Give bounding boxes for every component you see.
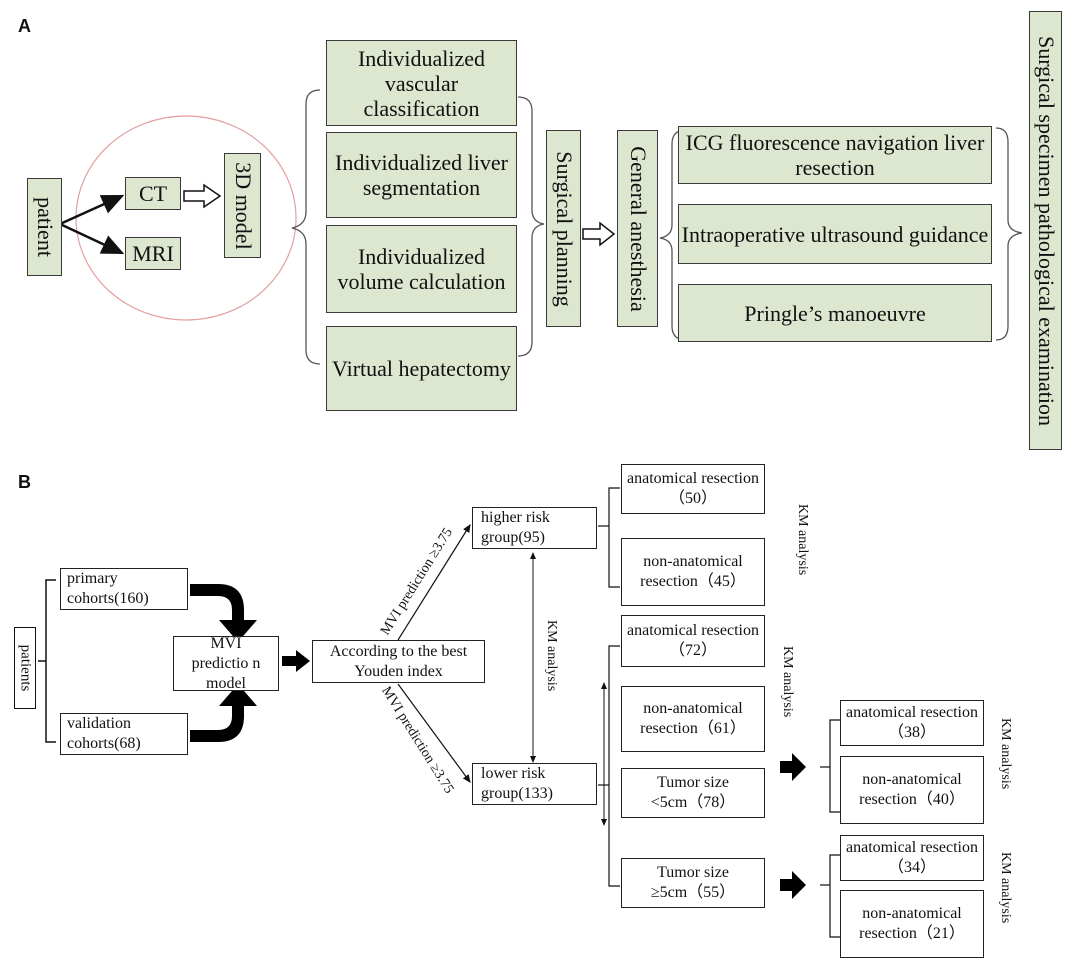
high-anat-box: anatomical resection（50） [621,464,765,514]
large-nonanat-box: non-anatomical resection（21） [840,890,984,958]
patients-label: patients [17,644,34,692]
general-anesthesia-box: General anesthesia [617,130,658,327]
km-label-high: KM analysis [795,504,810,576]
km-label-large: KM analysis [998,852,1013,924]
specimen-exam-box: Surgical specimen pathological examinati… [1029,11,1062,450]
small-anat-box: anatomical resection（38） [840,700,984,746]
brace-intraop-left [659,129,687,341]
km-label-small: KM analysis [998,718,1013,790]
small-nonanat-box: non-anatomical resection（40） [840,756,984,824]
mri-box: MRI [125,237,181,270]
patient-box: patient [27,178,62,276]
surgical-planning-box: Surgical planning [546,130,581,327]
high-nonanat-box: non-anatomical resection（45） [621,538,765,606]
panel-a-label: A [18,16,31,36]
arrow-patient-ct [59,194,125,226]
tumor-small-box: Tumor size <5cm（78） [621,768,765,818]
bracket-patients [45,579,56,743]
bracket-large [829,854,840,938]
liver-segmentation-box: Individualized liver segmentation [326,132,517,218]
icg-navigation-box: ICG fluorescence navigation liver resect… [678,126,992,184]
arrow-to-lower [397,683,471,783]
higher-risk-box: higher risk group(95) [472,507,597,549]
primary-cohorts-box: primary cohorts(160) [60,568,188,610]
arrow-patient-mri [59,222,125,255]
ultrasound-guidance-box: Intraoperative ultrasound guidance [678,204,992,264]
bracket-lower [608,645,620,887]
fat-arrow-small [780,753,806,781]
general-anesthesia-label: General anesthesia [625,145,651,312]
validation-cohorts-box: validation cohorts(68) [60,713,188,755]
volume-calculation-box: Individualized volume calculation [326,225,517,313]
brace-planning-left [291,89,321,365]
mvi-model-box: MVI predictio n model [173,635,279,692]
km-label-low: KM analysis [780,646,795,718]
ct-box: CT [125,177,181,210]
virtual-hepatectomy-box: Virtual hepatectomy [326,326,517,411]
low-anat-box: anatomical resection（72） [621,615,765,667]
km-label-risk: KM analysis [544,620,559,692]
brace-planning-right [517,96,545,357]
imaging-ellipse [75,115,297,321]
arrow-planning-anesthesia [582,221,616,247]
bracket-higher [608,487,620,588]
low-nonanat-box: non-anatomical resection（61） [621,686,765,752]
brace-intraop-right [995,127,1023,341]
fat-arrow-large [780,871,806,899]
youden-index-box: According to the best Youden index [312,640,485,683]
lower-risk-box: lower risk group(133) [472,763,597,805]
fat-arrow-validation [190,684,257,742]
3d-model-label: 3D model [230,161,256,250]
patient-label: patient [32,197,58,257]
panel-b-label: B [18,472,31,492]
fat-arrow-primary [190,584,257,642]
arrow-to-higher [397,523,471,641]
tumor-large-box: Tumor size ≥5cm（55） [621,858,765,908]
fat-arrow-model-youden [282,650,310,672]
vascular-classification-box: Individualized vascular classification [326,40,517,126]
surgical-planning-label: Surgical planning [551,150,577,307]
pringle-manoeuvre-box: Pringle’s manoeuvre [678,284,992,342]
patients-box: patients [14,627,36,709]
large-anat-box: anatomical resection（34） [840,835,984,881]
arrow-ct-3d [183,183,222,209]
bracket-small [829,719,840,813]
specimen-exam-label: Surgical specimen pathological examinati… [1033,35,1059,426]
3d-model-box: 3D model [224,153,261,258]
